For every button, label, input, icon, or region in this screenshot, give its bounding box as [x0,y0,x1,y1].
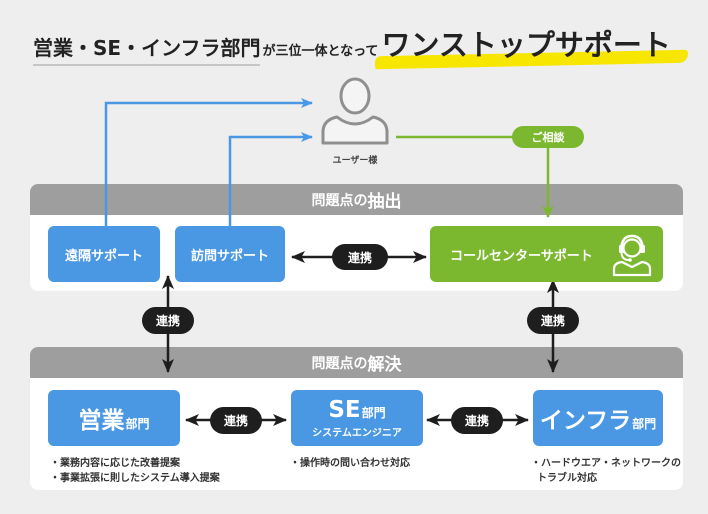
se-note-1: ・操作時の問い合わせ対応 [290,458,410,469]
headset-operator-icon [612,234,652,277]
sales-note-1: ・業務内容に応じた改善提案 [50,458,180,469]
sales-department-notes: ・業務内容に応じた改善提案 ・事業拡張に則したシステム導入提案 [50,456,220,486]
extraction-band-prefix: 問題点の [311,192,368,209]
extraction-band: 問題点の 抽出 [30,184,683,215]
extraction-link-badge: 連携 [332,244,388,270]
infra-department-title: インフラ [539,408,632,434]
remote-support-box: 遠隔サポート [48,226,160,282]
visit-support-label: 訪問サポート [190,248,269,264]
visit-support-box: 訪問サポート [175,226,285,282]
resolution-band-emphasis: 解決 [367,355,402,375]
infra-department-box: インフラ 部門 [533,390,663,446]
sales-department-suffix: 部門 [125,417,150,431]
extraction-band-emphasis: 抽出 [367,192,402,212]
se-infra-link-badge: 連携 [451,407,503,434]
title-headline: ワンストップサポート [381,22,670,64]
user-body-shape [321,115,389,145]
page-title: 営業・SE・インフラ部門 が三位一体となって ワンストップサポート [33,22,671,66]
infra-department-name: インフラ 部門 [540,401,656,435]
infra-department-suffix: 部門 [632,417,657,431]
remote-support-label: 遠隔サポート [64,248,143,264]
call-center-support-label: コールセンターサポート [450,248,593,264]
consultation-badge: ご相談 [512,126,584,148]
title-connector: が三位一体となって [262,44,379,59]
sales-department-box: 営業 部門 [48,390,180,446]
sales-note-2: ・事業拡張に則したシステム導入提案 [50,473,220,484]
resolution-band-prefix: 問題点の [311,355,368,372]
se-department-suffix: 部門 [361,406,386,420]
se-department-title: SE [328,397,361,423]
infra-note-1: ・ハードウエア・ネットワークの [531,458,681,469]
se-department-notes: ・操作時の問い合わせ対応 [290,456,410,471]
se-department-name: SE 部門 [328,397,385,423]
sales-se-link-badge: 連携 [210,407,262,434]
sales-department-name: 営業 部門 [78,401,149,435]
infra-note-2: トラブル対応 [537,473,597,484]
call-center-support-box: コールセンターサポート [430,226,663,282]
user-head-shape [339,77,371,115]
title-departments: 営業・SE・インフラ部門 [33,32,261,66]
sales-department-title: 営業 [78,408,125,434]
infra-department-notes: ・ハードウエア・ネットワークの トラブル対応 [531,456,681,486]
left-vertical-link-badge: 連携 [142,307,194,334]
se-department-box: SE 部門 システムエンジニア [291,390,423,446]
right-vertical-link-badge: 連携 [527,307,579,334]
se-department-subtitle: システムエンジニア [312,428,402,439]
resolution-band: 問題点の 解決 [30,347,683,378]
user-label: ユーザー様 [332,156,378,166]
user-silhouette-icon [321,77,389,145]
